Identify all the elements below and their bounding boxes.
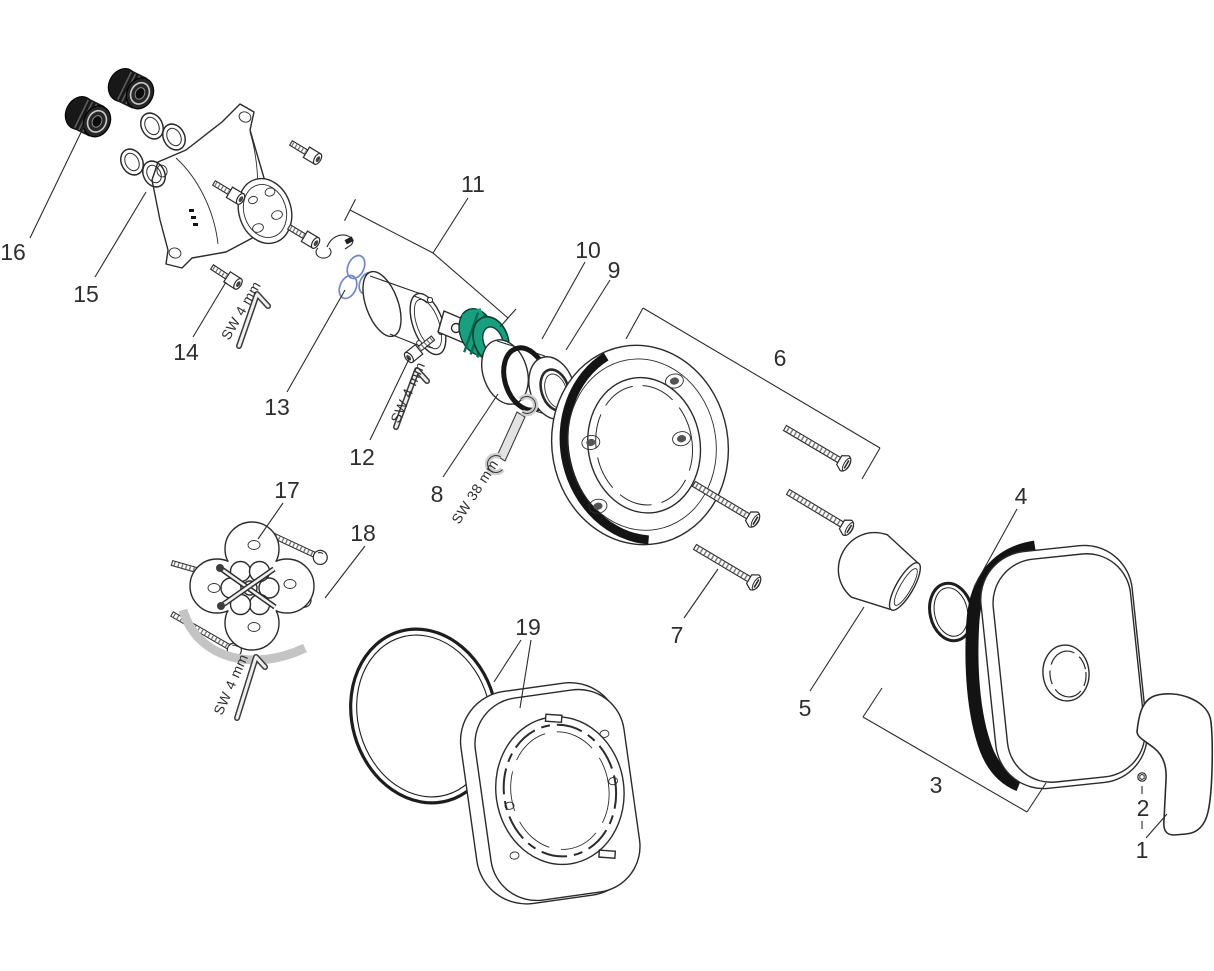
- part-14-screw: [209, 262, 244, 291]
- part-6-carrier-ring: [550, 344, 730, 546]
- wrench-size-label: SW 38 mm: [448, 457, 501, 527]
- callout-16-label: 16: [0, 239, 26, 265]
- valve-body-bracket: [151, 103, 293, 269]
- callout-18-label: 18: [350, 520, 376, 546]
- part-19-adapter-plate: [459, 681, 641, 905]
- wrench-icon: SW 38 mm: [448, 393, 539, 527]
- part-2-handle-screw: [1137, 772, 1147, 782]
- callout-1-label: 1: [1136, 837, 1149, 863]
- callout-13-label: 13: [264, 394, 290, 420]
- callout-15-label: 15: [73, 281, 99, 307]
- callout-10-label: 10: [575, 237, 601, 263]
- allen-key-icon: SW 4 mm: [218, 278, 271, 349]
- callout-14-label: 14: [173, 339, 199, 365]
- ring-screw-boss: [581, 373, 691, 514]
- part-1-handle-lever: [1136, 693, 1214, 836]
- callout-5-label: 5: [799, 695, 812, 721]
- callout-2-label: 2: [1137, 795, 1150, 821]
- callout-8-label: 8: [431, 481, 444, 507]
- allen-key-icon: SW 4 mm: [210, 651, 268, 721]
- allen-key-icon: SW 4 mm: [387, 359, 430, 430]
- part-5-sleeve-cone: [837, 531, 921, 611]
- callout-11-label: 11: [461, 171, 485, 197]
- part-17-extension-carrier: [178, 521, 315, 665]
- callout-3-label: 3: [930, 772, 943, 798]
- body-flange-disc: [237, 177, 293, 245]
- callout-4-label: 4: [1015, 483, 1028, 509]
- callout-17-label: 17: [274, 477, 300, 503]
- callout-9-label: 9: [608, 257, 621, 283]
- callout-labels: 1 2 3 4 5 6 7 8 9 10 11 12 13 14 15 16 1…: [0, 171, 1149, 863]
- part-3-escutcheon-plate: [965, 540, 1148, 792]
- part-16-plugs: [60, 64, 159, 143]
- part-8-flush-sleeve: [481, 339, 576, 420]
- callout-6-label: 6: [774, 345, 787, 371]
- callout-19-label: 19: [515, 614, 541, 640]
- callout-7-label: 7: [671, 622, 684, 648]
- callout-12-label: 12: [349, 444, 375, 470]
- extension-cross-screws: [216, 564, 277, 610]
- leader-lines: [29, 121, 1168, 839]
